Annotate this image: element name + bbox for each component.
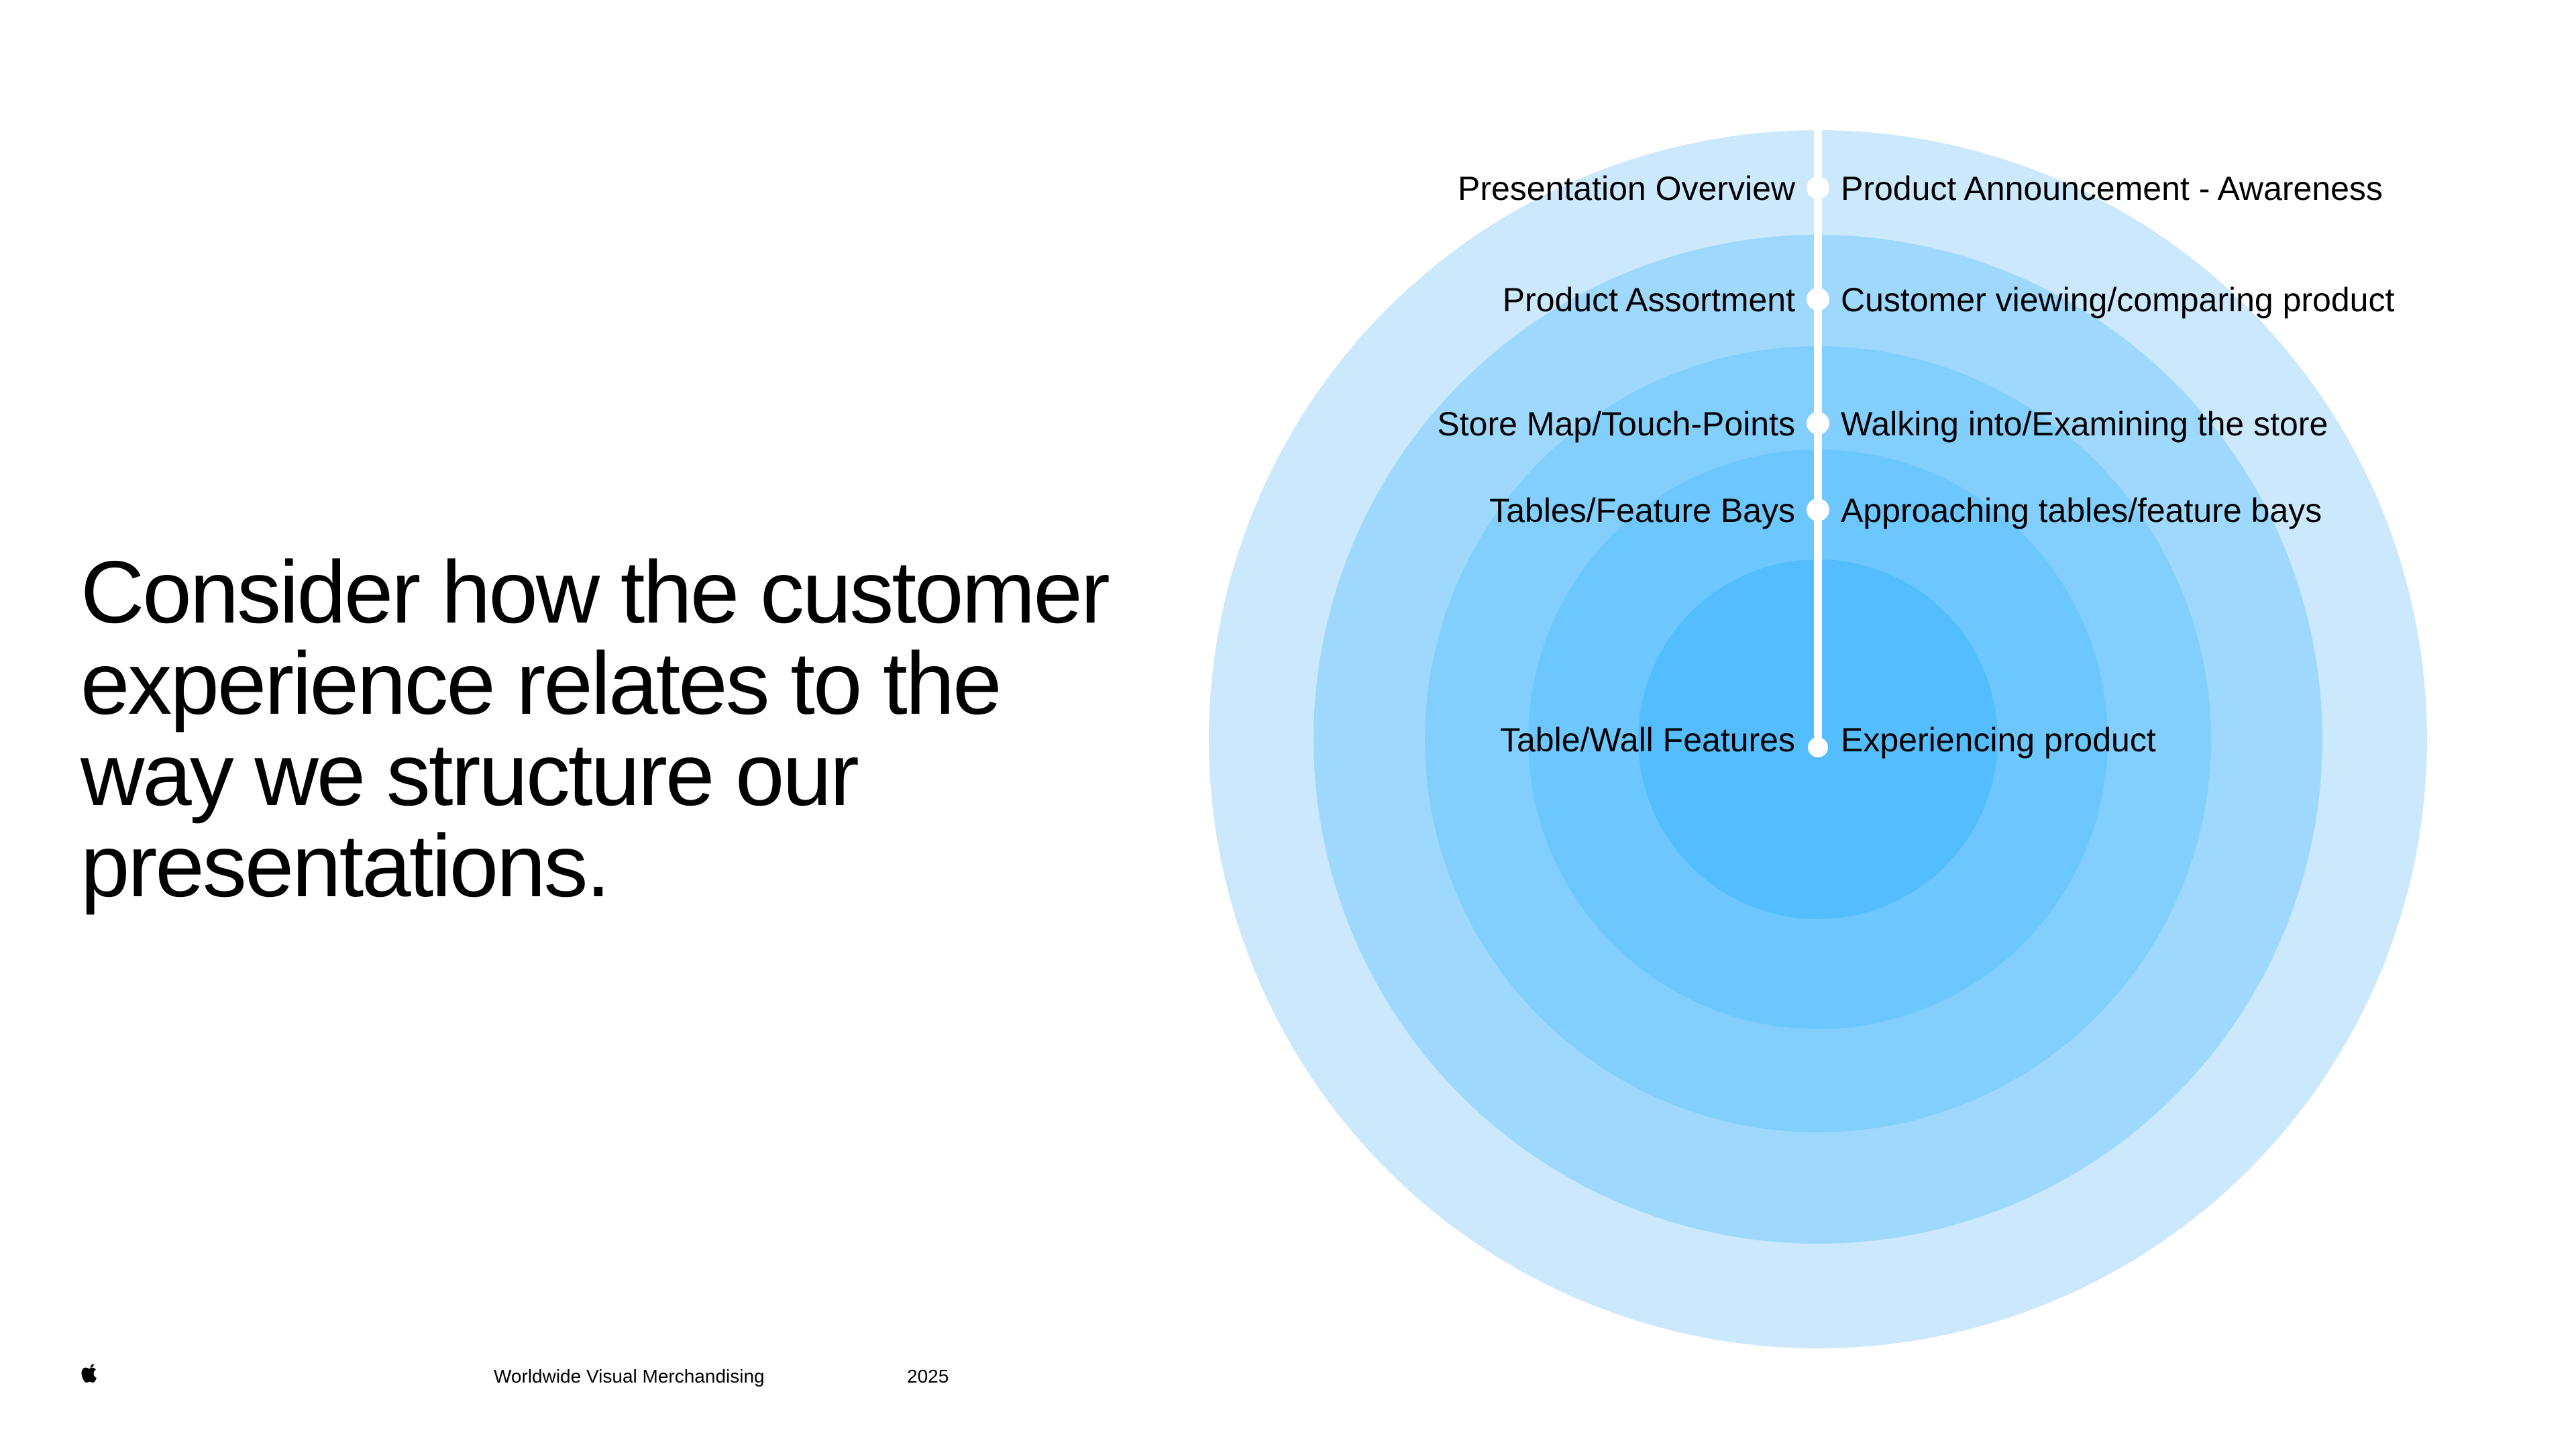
apple-logo-icon [81, 1363, 97, 1383]
level-marker-3 [1807, 412, 1829, 435]
level-4-right-label: Approaching tables/feature bays [1841, 492, 2322, 529]
headline-line-3: way we structure our [80, 725, 859, 824]
level-marker-4 [1807, 498, 1829, 521]
footer-year: 2025 [907, 1366, 949, 1387]
headline-line-1: Consider how the customer [80, 543, 1110, 641]
level-marker-5 [1808, 737, 1828, 757]
level-1-right-label: Product Announcement - Awareness [1841, 170, 2383, 207]
level-5-left-label: Table/Wall Features [1500, 721, 1795, 759]
footer-department: Worldwide Visual Merchandising [494, 1366, 765, 1387]
level-marker-2 [1807, 288, 1829, 311]
level-3-right-label: Walking into/Examining the store [1841, 405, 2328, 443]
level-5-right-label: Experiencing product [1841, 721, 2156, 759]
headline-line-4: presentations. [80, 816, 610, 915]
level-2-left-label: Product Assortment [1503, 281, 1795, 319]
headline-line-2: experience relates to the [80, 634, 1002, 733]
vertical-axis [1814, 129, 1822, 747]
level-2-right-label: Customer viewing/comparing product [1841, 281, 2394, 319]
headline: Consider how the customer experience rel… [80, 547, 1154, 912]
level-3-left-label: Store Map/Touch-Points [1437, 405, 1795, 443]
level-marker-1 [1807, 176, 1829, 199]
level-4-left-label: Tables/Feature Bays [1489, 492, 1795, 529]
level-1-left-label: Presentation Overview [1458, 170, 1796, 207]
